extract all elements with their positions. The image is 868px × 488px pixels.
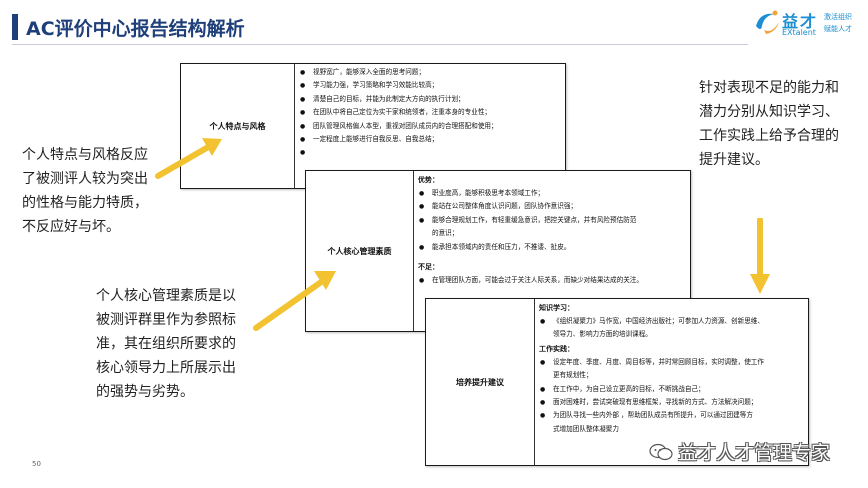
list-item: 《组织凝聚力》马作宽，中国经济出版社；可参加人力资源、创新思维、 xyxy=(539,315,804,329)
logo-english-name: EXtalent xyxy=(782,28,816,37)
core-management-label: 个人核心管理素质 xyxy=(306,171,414,331)
list-item: 面对困难时，尝试突破现有思维框架，寻找新的方式、方法解决问题； xyxy=(539,396,804,410)
title-accent-bar xyxy=(12,14,18,40)
list-item: 能够合理规划工作，有轻重缓急意识，把控关键点，并有风险预估防范 xyxy=(418,214,686,228)
arrow-to-traits-icon xyxy=(155,138,222,179)
logo-chinese-name: 益才 xyxy=(782,12,819,31)
watermark-text: 益才人才管理专家 xyxy=(678,442,831,464)
list-item: 职业度高，能够积极思考本领域工作； xyxy=(418,187,686,201)
core-management-explanation-note: 个人核心管理素质是以被测评群里作为参照标准，其在组织所要求的核心领导力上所展示出… xyxy=(96,288,236,400)
traits-style-content: 视野宽广，能够深入全面的思考问题； 学习能力强，学习策略和学习效能比较高； 清楚… xyxy=(299,66,561,160)
development-explanation-note: 针对表现不足的能力和潜力分别从知识学习、工作实践上给予合理的提升建议。 xyxy=(699,80,839,168)
traits-style-label: 个人特点与风格 xyxy=(181,64,295,188)
weakness-heading: 不足： xyxy=(418,263,439,272)
list-item: 能站在公司整体角度认识问题，团队协作意识强； xyxy=(418,200,686,214)
arrow-to-development-icon xyxy=(750,218,770,294)
development-advice-table: 培养提升建议 知识学习： 《组织凝聚力》马作宽，中国经济出版社；可参加人力资源、… xyxy=(425,298,809,466)
header-divider xyxy=(12,44,748,45)
logo-tagline-2: 赋能人才 xyxy=(824,25,852,33)
list-item-continuation: 的意识； xyxy=(432,229,459,238)
traits-explanation-note: 个人特点与风格反应了被测评人较为突出的性格与能力特质，不反应好与坏。 xyxy=(22,147,148,235)
list-item: 在工作中，为自己设立更高的目标，不断挑战自己； xyxy=(539,383,804,397)
logo-tagline-1: 激活组织 xyxy=(824,13,852,21)
traits-style-table: 个人特点与风格 视野宽广，能够深入全面的思考问题； 学习能力强，学习策略和学习效… xyxy=(180,63,566,189)
development-advice-content: 知识学习： 《组织凝聚力》马作宽，中国经济出版社；可参加人力资源、创新思维、 领… xyxy=(539,301,804,436)
list-item: 一定程度上能够进行自我反思、自我总结； xyxy=(299,133,561,147)
list-item: 在团队中将自己定位为实干家和统领者，注重本身的专业性； xyxy=(299,106,561,120)
list-item: 在管理团队方面，可能会过于关注人际关系，而缺少对结果达成的关注。 xyxy=(418,274,686,288)
list-item: 清楚自己的目标，并能为此制定大方向的执行计划； xyxy=(299,93,561,107)
list-item: 团队管理风格偏人本型，重视对团队成员内的合理搭配和使用； xyxy=(299,120,561,134)
practice-heading: 工作实践： xyxy=(539,344,574,353)
strengths-heading: 优势： xyxy=(418,176,439,184)
page-number: 50 xyxy=(32,460,41,468)
list-item: 能承担本领域内的责任和压力，不推诿、扯皮。 xyxy=(418,241,686,255)
header: AC评价中心报告结构解析 xyxy=(0,0,868,52)
list-item-continuation: 更有规划性； xyxy=(553,371,593,380)
list-item: 学习能力强，学习策略和学习效能比较高； xyxy=(299,79,561,93)
list-item-continuation: 式增加团队整体凝聚力 xyxy=(553,424,619,433)
brand-logo: 益才 EXtalent 激活组织 赋能人才 xyxy=(752,6,864,42)
watermark: 益才人才管理专家 xyxy=(648,436,858,466)
arrow-to-core-management-icon xyxy=(253,271,336,331)
logo-swoosh-icon xyxy=(756,10,779,34)
list-item: 视野宽广，能够深入全面的思考问题； xyxy=(299,66,561,80)
wechat-icon xyxy=(649,443,673,461)
development-advice-label: 培养提升建议 xyxy=(426,299,535,465)
list-item: 设定年度、季度、月度、周目标等，并时常回顾目标，实时调整，使工作 xyxy=(539,356,804,370)
page-title: AC评价中心报告结构解析 xyxy=(26,18,245,40)
list-item-continuation: 领导力、影响力方面的培训课程。 xyxy=(553,330,652,339)
core-management-content: 优势： 职业度高，能够积极思考本领域工作； 能站在公司整体角度认识问题，团队协作… xyxy=(418,173,686,288)
list-item: 为团队寻找一些内外部 ，帮助团队成员有所提升，可以通过团建等方 xyxy=(539,409,804,423)
knowledge-heading: 知识学习： xyxy=(539,304,574,312)
